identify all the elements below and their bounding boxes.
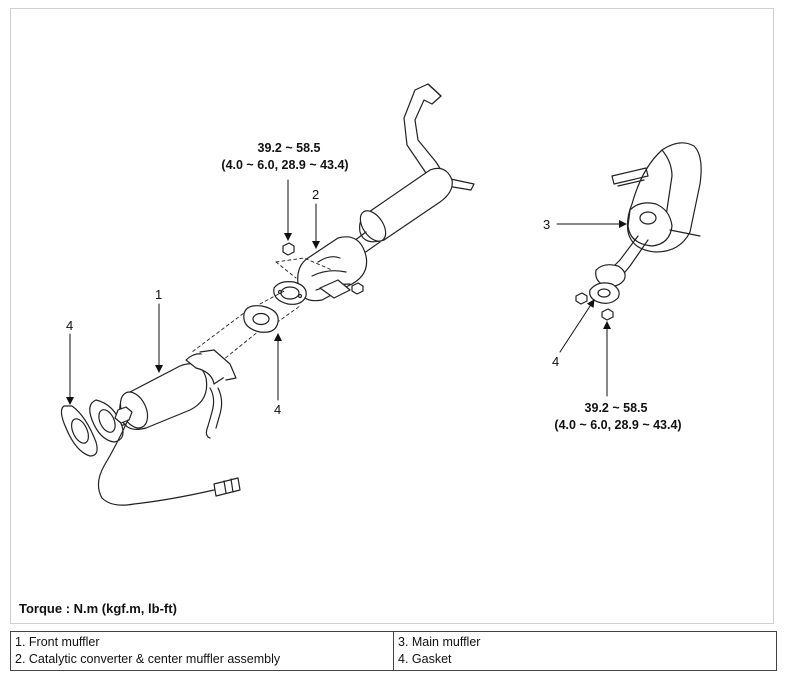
legend-item-2: 2. Catalytic converter & center muffler … — [15, 652, 281, 666]
main-muffler — [575, 142, 702, 321]
legend-item-1: 1. Front muffler — [15, 635, 100, 649]
leader-lines — [66, 179, 627, 405]
callout-4-right: 4 — [552, 354, 559, 369]
figure-frame — [10, 8, 774, 624]
gasket-middle — [243, 305, 279, 333]
legend-item-4: 4. Gasket — [398, 652, 452, 666]
legend-item-3: 3. Main muffler — [398, 635, 481, 649]
gasket-left — [60, 405, 98, 457]
front-muffler — [89, 349, 241, 506]
torque-right-line1: 39.2 ~ 58.5 — [585, 401, 648, 415]
exhaust-diagram: 1 2 3 4 4 4 39.2 ~ 58.5 (4.0 ~ 6.0, 28.9… — [60, 83, 702, 506]
torque-left-line1: 39.2 ~ 58.5 — [258, 141, 321, 155]
parts-legend-table: 1. Front muffler 2. Catalytic converter … — [10, 631, 777, 671]
catalytic-converter — [273, 236, 368, 305]
table-row: 1. Front muffler 2. Catalytic converter … — [10, 631, 777, 671]
callout-4-middle: 4 — [274, 402, 281, 417]
callout-2: 2 — [312, 187, 319, 202]
torque-right-line2: (4.0 ~ 6.0, 28.9 ~ 43.4) — [554, 418, 681, 432]
center-muffler — [349, 83, 475, 257]
legend-cell-left: 1. Front muffler 2. Catalytic converter … — [10, 631, 394, 671]
callout-4-left: 4 — [66, 318, 73, 333]
legend-cell-right: 3. Main muffler 4. Gasket — [393, 631, 777, 671]
torque-unit-note: Torque : N.m (kgf.m, lb-ft) — [19, 601, 177, 616]
callout-3: 3 — [543, 217, 550, 232]
callout-1: 1 — [155, 287, 162, 302]
torque-left-line2: (4.0 ~ 6.0, 28.9 ~ 43.4) — [221, 158, 348, 172]
